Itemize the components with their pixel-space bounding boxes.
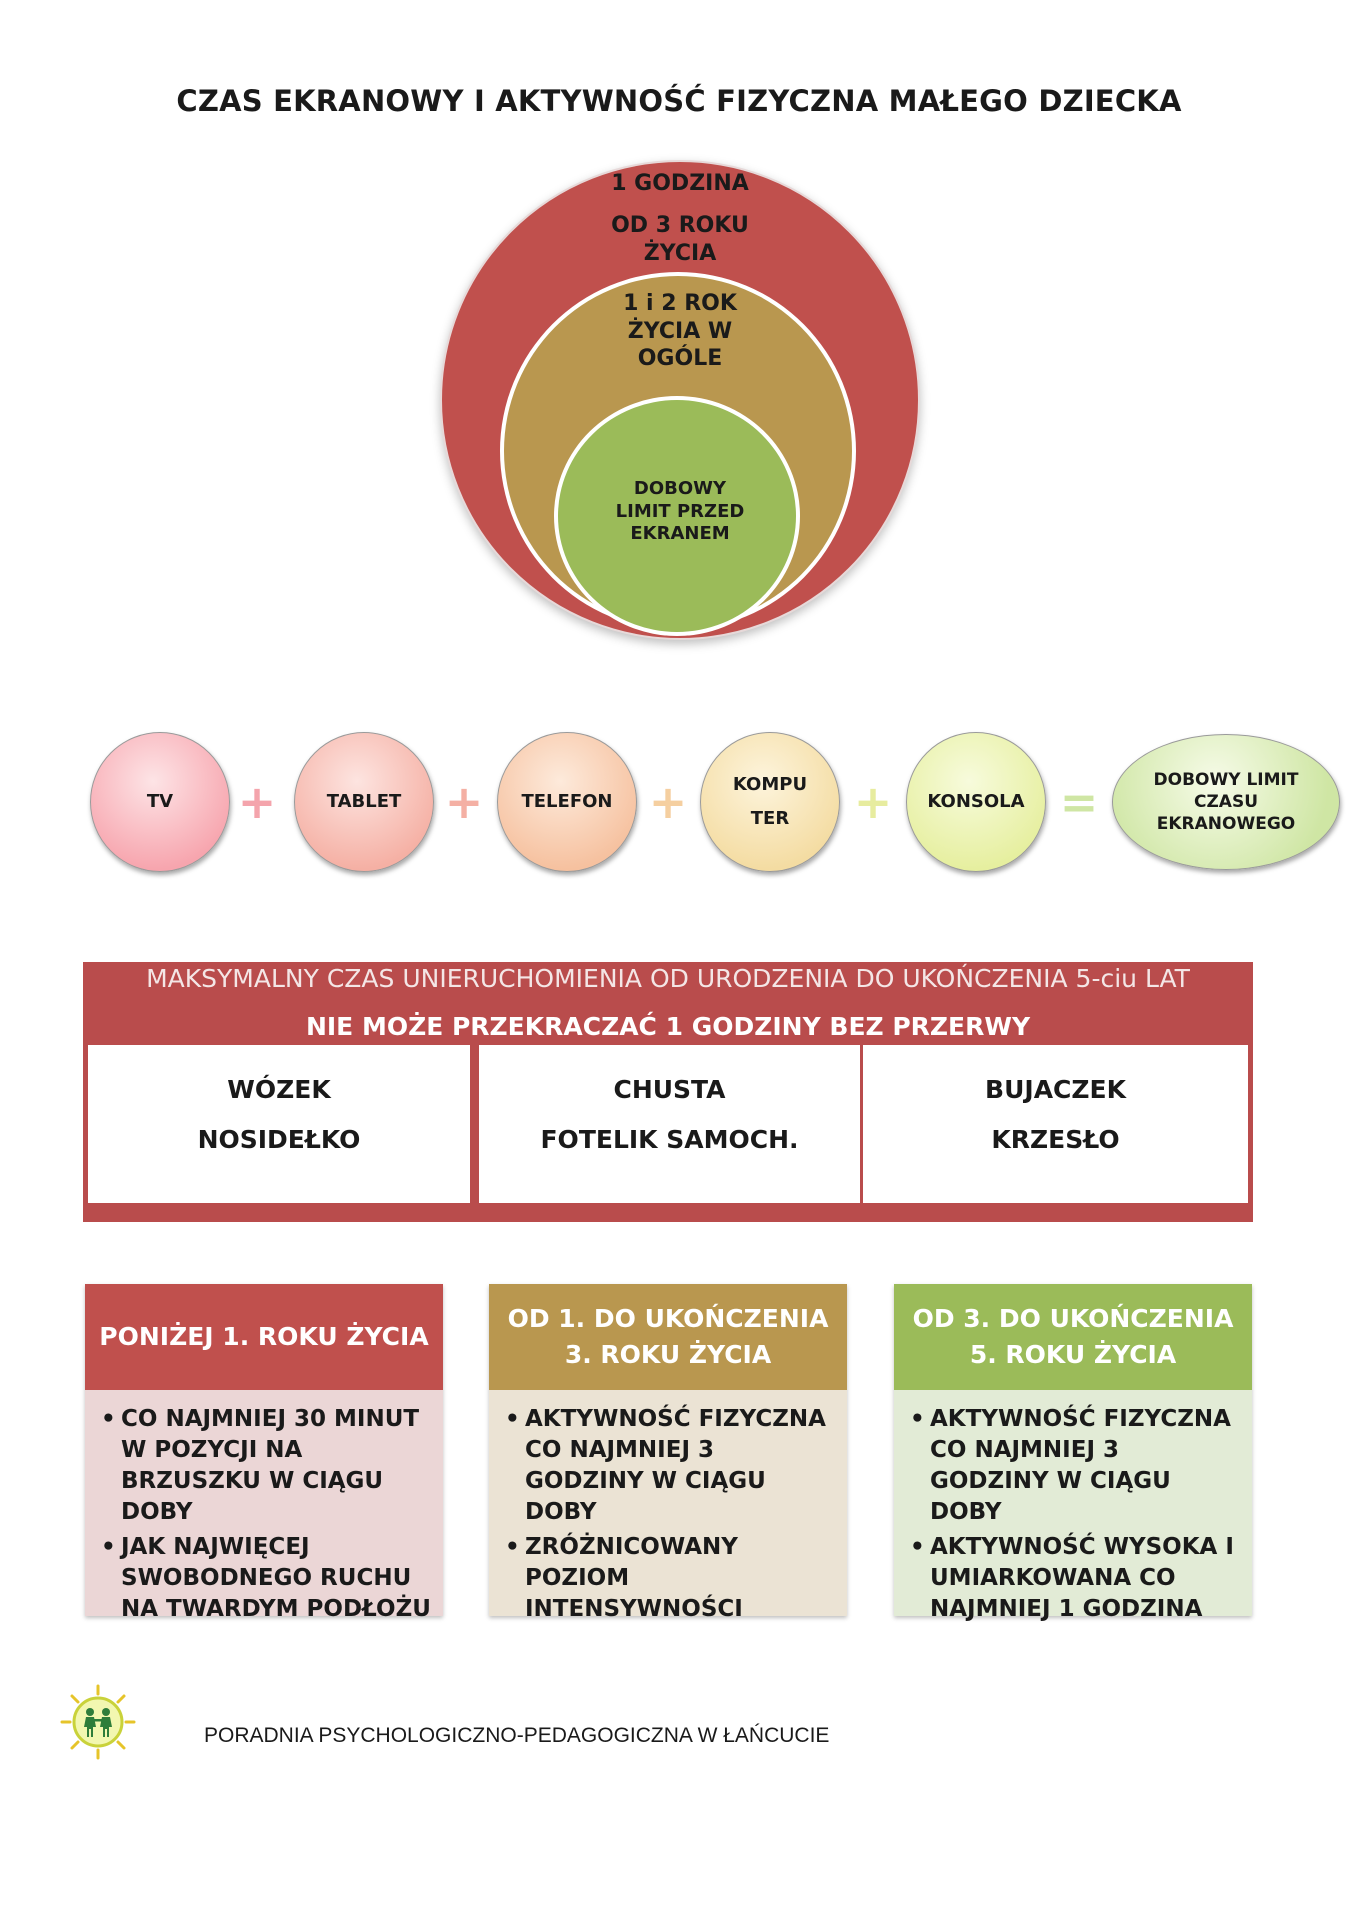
device-bubble-tablet: TABLET: [294, 732, 434, 872]
middle-circle-label: 1 i 2 ROK ŻYCIA W OGÓLE: [623, 291, 737, 371]
device-bubble-computer: KOMPU TER: [700, 732, 840, 872]
plus-icon: +: [648, 775, 688, 829]
age-box-header: OD 3. DO UKOŃCZENIA 5. ROKU ŻYCIA: [894, 1284, 1252, 1390]
equals-icon: =: [1059, 775, 1099, 829]
list-item: AKTYWNOŚĆ FIZYCZNA CO NAJMNIEJ 3 GODZINY…: [505, 1404, 835, 1528]
device-bubble-tv: TV: [90, 732, 230, 872]
page-title: CZAS EKRANOWY I AKTYWNOŚĆ FIZYCZNA MAŁEG…: [176, 84, 1182, 118]
immobilization-cell-stroller: WÓZEK NOSIDEŁKO: [88, 1045, 470, 1203]
immobilization-cell-sling: CHUSTA FOTELIK SAMOCH.: [479, 1045, 860, 1203]
plus-icon: +: [853, 775, 893, 829]
age-box-3-to-5: OD 3. DO UKOŃCZENIA 5. ROKU ŻYCIA AKTYWN…: [894, 1284, 1252, 1622]
list-item: AKTYWNOŚĆ FIZYCZNA CO NAJMNIEJ 3 GODZINY…: [910, 1404, 1240, 1528]
age-box-body: CO NAJMNIEJ 30 MINUT W POZYCJI NA BRZUSZ…: [85, 1390, 443, 1622]
age-box-body: AKTYWNOŚĆ FIZYCZNA CO NAJMNIEJ 3 GODZINY…: [894, 1390, 1252, 1622]
children-sun-logo-icon: [60, 1684, 136, 1760]
device-bubble-phone: TELEFON: [497, 732, 637, 872]
immobilization-heading: MAKSYMALNY CZAS UNIERUCHOMIENIA OD URODZ…: [146, 964, 1190, 993]
outer-circle-label-hour: 1 GODZINA: [611, 171, 749, 196]
footer-institution-name: PORADNIA PSYCHOLOGICZNO-PEDAGOGICZNA W Ł…: [204, 1724, 830, 1747]
device-bubble-console: KONSOLA: [906, 732, 1046, 872]
list-item: CO NAJMNIEJ 30 MINUT W POZYCJI NA BRZUSZ…: [101, 1404, 431, 1528]
inner-circle-label: DOBOWY LIMIT PRZED EKRANEM: [615, 478, 745, 544]
immobilization-subheading: NIE MOŻE PRZEKRACZAĆ 1 GODZINY BEZ PRZER…: [305, 1012, 1031, 1041]
age-box-1-to-3: OD 1. DO UKOŃCZENIA 3. ROKU ŻYCIA AKTYWN…: [489, 1284, 847, 1622]
immobilization-cell-rocker: BUJACZEK KRZESŁO: [863, 1045, 1248, 1203]
list-item: AKTYWNOŚĆ WYSOKA I UMIARKOWANA CO NAJMNI…: [910, 1532, 1240, 1625]
list-item: JAK NAJWIĘCEJ SWOBODNEGO RUCHU NA TWARDY…: [101, 1532, 431, 1625]
inner-circle: [554, 396, 800, 636]
result-bubble-daily-limit: DOBOWY LIMIT CZASU EKRANOWEGO: [1112, 734, 1340, 870]
age-box-header: PONIŻEJ 1. ROKU ŻYCIA: [85, 1284, 443, 1390]
outer-circle-label-age: OD 3 ROKU ŻYCIA: [611, 213, 749, 266]
age-box-body: AKTYWNOŚĆ FIZYCZNA CO NAJMNIEJ 3 GODZINY…: [489, 1390, 847, 1622]
age-box-under-1: PONIŻEJ 1. ROKU ŻYCIA CO NAJMNIEJ 30 MIN…: [85, 1284, 443, 1622]
age-box-header: OD 1. DO UKOŃCZENIA 3. ROKU ŻYCIA: [489, 1284, 847, 1390]
plus-icon: +: [237, 775, 277, 829]
plus-icon: +: [444, 775, 484, 829]
list-item: ZRÓŻNICOWANY POZIOM INTENSYWNOŚCI: [505, 1532, 835, 1625]
